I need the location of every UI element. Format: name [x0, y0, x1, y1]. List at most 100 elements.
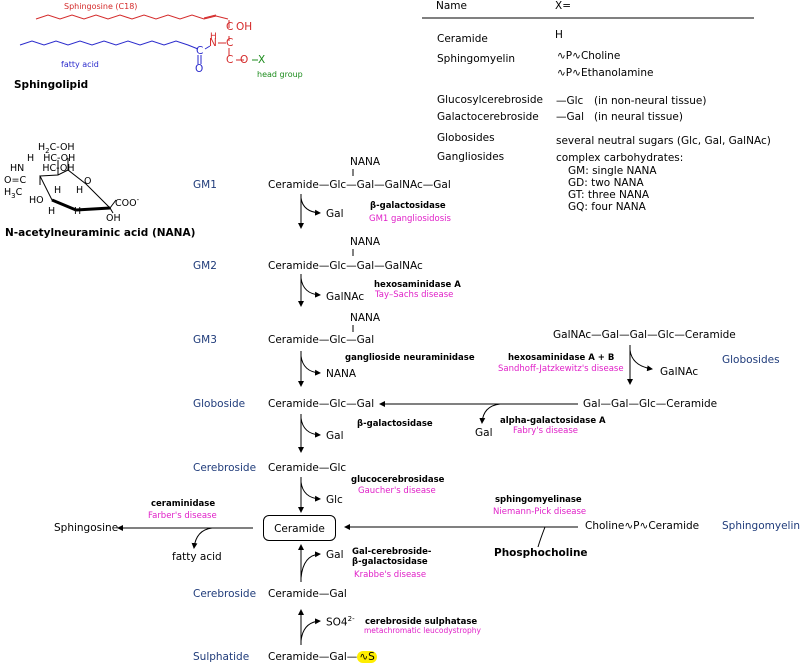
- carbonyl-o: O: [195, 63, 204, 75]
- step3-product: NANA: [326, 368, 357, 380]
- glob-enzyme: hexosaminidase A + B: [508, 353, 615, 363]
- ceraminidase-enzyme: ceraminidase: [151, 499, 216, 509]
- table-row-name: Ceramide: [437, 33, 488, 45]
- sphingomyelinase-enzyme: sphingomyelinase: [495, 495, 582, 505]
- oh-group: OH: [236, 21, 253, 33]
- table-row-name: Globosides: [437, 132, 495, 144]
- nana-atom: H: [54, 185, 62, 196]
- glob-product: GalNAc: [660, 366, 699, 378]
- sphingosine-chain: [35, 14, 229, 20]
- fabry-enzyme: alpha-galactosidase A: [500, 416, 606, 426]
- table-row-x: H: [555, 29, 563, 41]
- nana-branch: NANA: [350, 236, 381, 248]
- head-group-label: head group: [257, 70, 303, 79]
- table-row-sub: GQ: four NANA: [568, 201, 646, 213]
- step1-disease: GM1 gangliosidosis: [369, 214, 451, 224]
- step2-enzyme: hexosaminidase A: [374, 280, 461, 290]
- nana-atom: O: [84, 176, 92, 187]
- step2-product: GalNAc: [326, 291, 365, 303]
- nana-atom: O=C: [4, 175, 27, 186]
- step6-enzyme: β-galactosidase: [352, 557, 428, 567]
- ceramide-box: Ceramide: [263, 515, 336, 541]
- sulphatide-formula: Ceramide—Gal—∿S: [268, 651, 377, 663]
- globosides-label: Globosides: [722, 354, 780, 366]
- nana-atom: OH: [106, 213, 121, 224]
- step4-enzyme: β-galactosidase: [357, 419, 433, 429]
- sphingolipid-title: Sphingolipid: [14, 79, 89, 91]
- table-row-sub: GD: two NANA: [568, 177, 644, 189]
- globoside-formula: Ceramide—Glc—Gal: [268, 398, 375, 410]
- cerebroside-formula: Ceramide—Gal: [268, 588, 347, 600]
- step6-disease: Krabbe's disease: [354, 570, 427, 580]
- step5-enzyme: glucocerebrosidase: [351, 475, 445, 485]
- step7-enzyme: cerebroside sulphatase: [365, 617, 478, 627]
- step4-product: Gal: [326, 430, 344, 442]
- cerebroside-label: Cerebroside: [193, 588, 257, 600]
- table-row-x: —Gal: [556, 111, 584, 123]
- table-row-name: Galactocerebroside: [437, 111, 539, 123]
- sulphatide-label: Sulphatide: [193, 651, 250, 663]
- step6-product: Gal: [326, 549, 344, 561]
- nana-atom: HN HC-OH: [10, 163, 75, 174]
- globosides-formula: GalNAc—Gal—Gal—Glc—Ceramide: [553, 329, 736, 341]
- step3-enzyme: ganglioside neuraminidase: [345, 353, 475, 363]
- table-row-note: (in neural tissue): [594, 111, 683, 123]
- nana-atom: HO: [29, 195, 44, 206]
- nana-branch: NANA: [350, 156, 381, 168]
- nana-atom: H: [48, 206, 56, 217]
- nana-title: N-acetylneuraminic acid (NANA): [5, 227, 196, 239]
- c-atom-2: C: [226, 37, 234, 49]
- ceramide-label: Ceramide: [274, 523, 325, 535]
- c-atom-3: C: [226, 54, 234, 66]
- globoside-label: Globoside: [193, 398, 246, 410]
- table-row-name: Glucosylcerebroside: [437, 94, 543, 106]
- o-atom: O: [240, 54, 249, 66]
- ceraminidase-disease: Farber's disease: [148, 511, 217, 521]
- table-row-x: —Glc: [556, 95, 584, 107]
- nana-ring: [39, 169, 112, 211]
- sphingosine-product: Sphingosine: [54, 522, 119, 534]
- glob-int-formula: Gal—Gal—Glc—Ceramide: [583, 398, 718, 410]
- gm3-label: GM3: [193, 334, 217, 346]
- sphingosine-label: Sphingosine (C18): [64, 2, 138, 11]
- amide-h: H: [210, 32, 217, 42]
- sphingomyelin-label: Sphingomyelin: [722, 520, 800, 532]
- table-row-note: (in non-neural tissue): [594, 95, 707, 107]
- fabry-product: Gal: [475, 427, 493, 439]
- nana-atom: H HC-OH: [27, 153, 76, 164]
- glob-disease: Sandhoff-Jatzkewitz's disease: [498, 364, 624, 374]
- carbonyl-c: C: [196, 45, 204, 57]
- table-row-x: ∿P∿Ethanolamine: [557, 67, 654, 79]
- table-header-name: Name: [436, 0, 467, 12]
- nana-atom: COO-: [115, 196, 140, 210]
- table-row-name: Gangliosides: [437, 151, 505, 163]
- fatty-acid-chain: [19, 40, 199, 50]
- nana-atom: H2C-OH: [38, 142, 75, 155]
- c-atom: C: [226, 21, 234, 33]
- x-group: X: [258, 54, 266, 66]
- sphingomyelin-formula: Choline∿P∿Ceramide: [585, 520, 700, 532]
- gm1-formula: Ceramide—Glc—Gal—GalNAc—Gal: [268, 179, 451, 191]
- gm2-formula: Ceramide—Glc—Gal—GalNAc: [268, 260, 423, 272]
- step5-product: Glc: [326, 494, 343, 506]
- gm3-formula: Ceramide—Glc—Gal: [268, 334, 375, 346]
- step6-enzyme: Gal-cerebroside-: [352, 547, 432, 557]
- step1-product: Gal: [326, 208, 344, 220]
- table-row-x: complex carbohydrates:: [556, 152, 684, 164]
- step7-product: SO42-: [326, 615, 355, 629]
- gm2-label: GM2: [193, 260, 217, 272]
- amide-n: N: [209, 37, 217, 49]
- step1-enzyme: β-galactosidase: [370, 201, 446, 211]
- nana-branch: NANA: [350, 312, 381, 324]
- niemann-pick-disease: Niemann-Pick disease: [493, 507, 587, 517]
- table-row-name: Sphingomyelin: [437, 53, 516, 65]
- fabry-disease: Fabry's disease: [513, 426, 578, 436]
- nana-atom: H: [76, 185, 84, 196]
- table-row-sub: GT: three NANA: [568, 189, 650, 201]
- step5-disease: Gaucher's disease: [358, 486, 436, 496]
- table-row-x: ∿P∿Choline: [557, 50, 621, 62]
- step2-disease: Tay–Sachs disease: [375, 290, 454, 300]
- sulfate-highlight: ∿S: [357, 651, 377, 663]
